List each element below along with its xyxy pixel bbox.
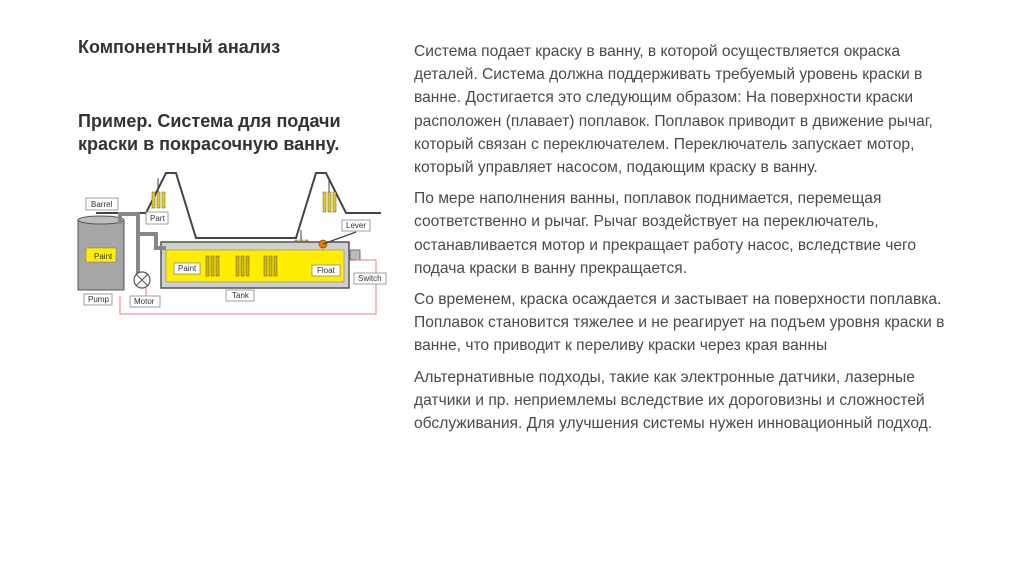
hanging-part xyxy=(322,178,337,213)
label-pump: Pump xyxy=(83,293,113,306)
label-motor: Motor xyxy=(129,295,161,308)
label-barrel: Barrel xyxy=(85,197,119,211)
label-part: Part xyxy=(145,211,169,225)
svg-text:Tank: Tank xyxy=(232,291,250,300)
wire xyxy=(119,259,377,315)
label-paint: Paint xyxy=(173,262,201,275)
hanging-part xyxy=(151,178,166,209)
switch-body xyxy=(349,249,361,261)
paragraph: По мере наполнения ванны, поплавок подни… xyxy=(414,190,917,277)
label-switch: Switch xyxy=(353,272,387,285)
feed-pipe xyxy=(136,232,166,276)
label-float: Float xyxy=(311,264,341,277)
lever-arm xyxy=(322,231,357,245)
svg-text:Lever: Lever xyxy=(346,221,366,230)
description-text: Система подает краску в ванну, в которой… xyxy=(414,40,959,443)
svg-text:Switch: Switch xyxy=(358,274,382,283)
label-tank: Tank xyxy=(225,289,255,302)
svg-text:Paint: Paint xyxy=(178,264,197,273)
example-heading: Пример. Система для подачи краски в покр… xyxy=(78,111,341,154)
barrel xyxy=(77,215,125,291)
svg-text:Float: Float xyxy=(317,266,336,275)
barrel-paint-label: Paint xyxy=(94,252,113,261)
paragraph: Со временем, краска осаждается и застыва… xyxy=(414,291,945,355)
svg-text:Motor: Motor xyxy=(134,297,155,306)
svg-text:Barrel: Barrel xyxy=(91,200,113,209)
label-lever: Lever xyxy=(341,219,371,232)
submerged-parts xyxy=(205,255,278,277)
paint-system-diagram: Paint Barrel Part Paint Float Lever Swit… xyxy=(77,172,387,315)
paragraph: Система подает краску в ванну, в которой… xyxy=(414,43,933,177)
slide-title: Компонентный анализ xyxy=(78,37,281,57)
svg-text:Pump: Pump xyxy=(88,295,109,304)
paragraph: Альтернативные подходы, такие как электр… xyxy=(414,368,933,433)
svg-text:Part: Part xyxy=(150,214,165,223)
